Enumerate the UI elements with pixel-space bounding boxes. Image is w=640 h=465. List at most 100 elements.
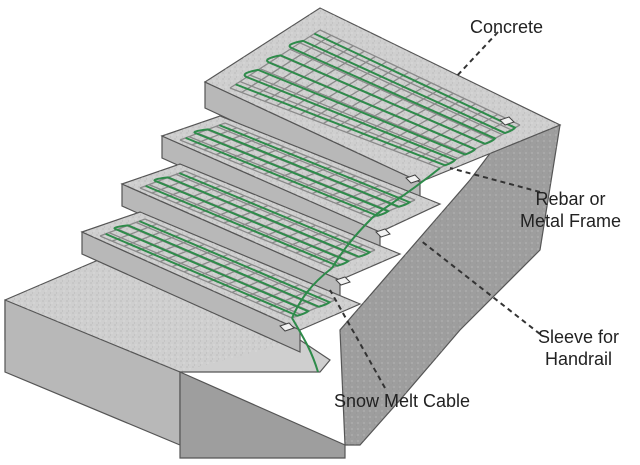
rebar-step-1-bar-u3 xyxy=(135,233,181,252)
cable-top-slab xyxy=(235,32,517,167)
cable-link-1 xyxy=(291,267,333,319)
rebar-step-2-bar-u6 xyxy=(211,200,257,219)
rebar-step-2-bar-u1 xyxy=(151,175,198,194)
rebar-step-3-bar-v1 xyxy=(188,135,381,216)
rebar-step-2-bar-u13 xyxy=(295,234,340,254)
rebar-top-slab-bar-v0 xyxy=(229,87,441,169)
rebar-top-slab-bar-u0 xyxy=(229,29,321,89)
handrail-sleeve-4 xyxy=(405,174,421,184)
label-sleeve-line2: Handrail xyxy=(545,349,613,369)
rebar-top-slab-bar-u14 xyxy=(393,103,476,151)
step-tread-texture-2 xyxy=(122,164,400,280)
rebar-step-1-bar-v1 xyxy=(108,232,301,315)
rebar-step-1-bar-u7 xyxy=(183,253,229,273)
label-sleeve: Sleeve for Handrail xyxy=(538,326,619,370)
rebar-step-2-bar-u8 xyxy=(235,209,281,229)
rebar-step-1-bar-v0 xyxy=(99,235,293,319)
rebar-step-1-bar-u0 xyxy=(99,218,146,237)
rebar-step-1-bar-u11 xyxy=(231,274,276,293)
rebar-step-1-bar-u1 xyxy=(111,223,158,242)
ground-slab-edge xyxy=(179,371,346,459)
rebar-step-3-bar-u5 xyxy=(239,146,285,165)
rebar-step-1-bar-u9 xyxy=(207,263,253,283)
rebar-step-3-bar-u14 xyxy=(347,189,392,209)
leader-cable xyxy=(329,289,386,389)
rebar-top-slab-bar-v2 xyxy=(249,74,459,160)
cable-link-3 xyxy=(371,167,441,219)
rebar-step-1-bar-u15 xyxy=(279,294,324,314)
rebar-top-slab-bar-u10 xyxy=(346,82,432,134)
rebar-step-3-bar-u15 xyxy=(359,194,404,214)
rebar-step-2-bar-u2 xyxy=(163,180,209,199)
handrail-sleeve-3 xyxy=(375,228,391,238)
rebar-step-3-bar-u3 xyxy=(215,136,261,156)
rebar-step-2-bar-u7 xyxy=(223,204,269,224)
rebar-step-3-bar-v4 xyxy=(215,125,407,205)
rebar-step-1-bar-u6 xyxy=(171,248,217,268)
rebar-step-3-bar-u1 xyxy=(191,127,238,146)
rebar-step-2-bar-u11 xyxy=(271,224,316,244)
label-sleeve-line1: Sleeve for xyxy=(538,327,620,347)
rebar-step-3-bar-v5 xyxy=(224,122,416,201)
label-concrete-text: Concrete xyxy=(470,17,544,37)
label-snow-melt-cable: Snow Melt Cable xyxy=(334,390,470,412)
leader-rebar xyxy=(449,167,541,193)
rebar-step-3-bar-u12 xyxy=(323,180,368,200)
rebar-top-slab-bar-v8 xyxy=(309,35,512,131)
cable-step-3 xyxy=(185,124,412,217)
label-rebar-line2: Metal Frame xyxy=(520,211,622,231)
label-concrete: Concrete xyxy=(470,16,543,38)
step-tread-texture-1 xyxy=(82,212,360,330)
rebar-top-slab-bar-u12 xyxy=(369,92,454,142)
rebar-step-3-bar-v0 xyxy=(179,139,373,219)
rebar-step-1-bar-v5 xyxy=(144,218,336,301)
rebar-top-slab-bar-u6 xyxy=(299,61,388,116)
cable-link-2 xyxy=(331,217,373,269)
rebar-top-slab-bar-u16 xyxy=(416,113,499,160)
rebar-step-2-bar-v1 xyxy=(148,183,341,266)
cable-step-1 xyxy=(105,220,332,317)
rebar-step-3-bar-u0 xyxy=(179,122,226,141)
cable-tail xyxy=(291,317,319,373)
rebar-step-2-bar-v0 xyxy=(139,187,333,269)
rebar-step-2-bar-u9 xyxy=(247,214,293,234)
rebar-step-2-bar-u3 xyxy=(175,185,221,204)
rebar-step-1-bar-v4 xyxy=(135,221,327,305)
rebar-step-3-bar-u6 xyxy=(251,151,297,170)
rebar-step-3-bar-u10 xyxy=(299,170,344,190)
rebar-step-1-bar-u12 xyxy=(243,279,288,299)
rebar-step-2-bar-u0 xyxy=(139,170,186,189)
rebar-top-slab-bar-u11 xyxy=(358,87,443,138)
ground-slab-texture xyxy=(5,255,300,372)
leader-sleeve xyxy=(419,239,541,335)
rebar-top-slab-bar-u4 xyxy=(276,50,365,107)
rebar-step-3-bar-u4 xyxy=(227,141,273,161)
label-rebar-line1: Rebar or xyxy=(535,189,606,209)
leader-concrete xyxy=(454,31,499,79)
rebar-step-3-bar-u2 xyxy=(203,132,249,151)
label-cable-text: Snow Melt Cable xyxy=(334,391,471,411)
rebar-top-slab-bar-u9 xyxy=(334,76,421,129)
label-rebar: Rebar or Metal Frame xyxy=(520,188,621,232)
rebar-top-slab-bar-u3 xyxy=(264,45,354,102)
rebar-step-2-bar-u12 xyxy=(283,229,328,249)
rebar-top-slab-bar-u2 xyxy=(252,40,343,98)
rebar-step-1-bar-u4 xyxy=(147,238,193,258)
rebar-step-1-bar-u8 xyxy=(195,258,241,278)
handrail-sleeve-1 xyxy=(279,322,295,332)
rebar-step-2-bar-u14 xyxy=(307,239,352,259)
rebar-step-2-bar-u5 xyxy=(199,195,245,214)
rebar-step-3-bar-u7 xyxy=(263,156,309,175)
rebar-step-3-bar-u8 xyxy=(275,160,321,180)
handrail-sleeve-5 xyxy=(499,116,515,126)
rebar-top-slab-bar-v1 xyxy=(239,80,450,164)
rebar-top-slab-bar-u17 xyxy=(428,119,510,165)
rebar-step-3-bar-u13 xyxy=(335,184,380,204)
rebar-step-1-bar-u14 xyxy=(267,289,312,309)
rebar-top-slab-bar-u15 xyxy=(404,108,487,156)
rebar-step-1-bar-u10 xyxy=(219,269,264,288)
rebar-top-slab-bar-u8 xyxy=(322,71,410,125)
rebar-top-slab-bar-u5 xyxy=(287,55,376,111)
